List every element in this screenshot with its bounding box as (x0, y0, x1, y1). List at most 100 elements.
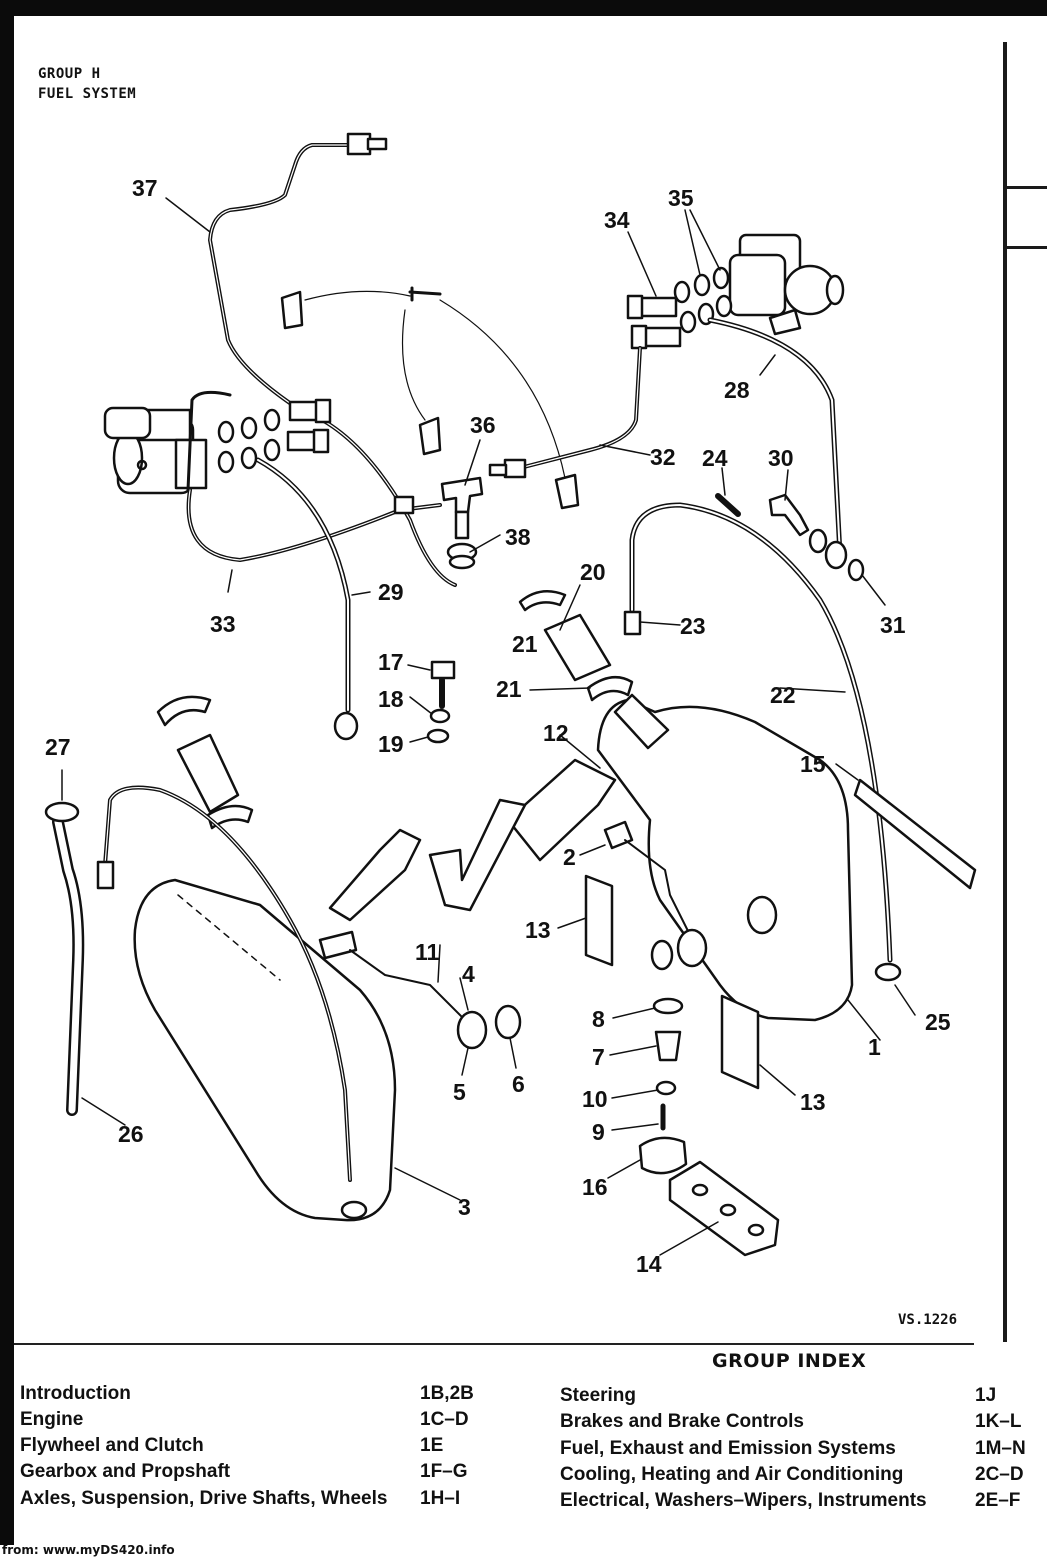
strap-15 (853, 778, 977, 890)
callout-14: 14 (636, 1251, 662, 1277)
fuel-system-exploded-diagram: 1 2 3 4 5 6 7 8 9 10 11 12 13 13 14 15 1… (44, 132, 977, 1277)
fuel-pipe-33-upper (186, 390, 232, 492)
banjo-bolt-30 (768, 493, 810, 537)
fuel-pump-left (103, 406, 208, 495)
callout-numbers: 1 2 3 4 5 6 7 8 9 10 11 12 13 13 14 15 1… (45, 175, 951, 1277)
index-section-name: Introduction (20, 1383, 131, 1404)
callout-2: 2 (563, 844, 576, 870)
fuel-pipe-37 (208, 143, 457, 587)
plate-hole (691, 1183, 709, 1197)
fuel-tank-1 (596, 698, 854, 1022)
callout-31: 31 (880, 612, 906, 638)
sender-seal-6 (494, 1004, 522, 1040)
index-section-name: Engine (20, 1409, 84, 1430)
callout-6: 6 (512, 1071, 525, 1097)
hose-clip-27 (44, 801, 80, 823)
index-section-code: 1J (975, 1385, 997, 1406)
sender-float-2 (603, 820, 634, 850)
callout-23: 23 (680, 613, 706, 639)
clip-tether (401, 309, 426, 421)
callout-13b: 13 (800, 1089, 826, 1115)
callout-27: 27 (45, 734, 71, 760)
callout-8: 8 (592, 1006, 605, 1032)
fuel-hose-29-inner (257, 459, 349, 711)
source-credit: from: www.myDS420.info (2, 1543, 175, 1557)
callout-21b: 21 (512, 631, 538, 657)
frame-tick (1007, 186, 1047, 189)
hose-clip-left (206, 804, 254, 830)
pin-24 (715, 493, 741, 517)
leader-lines (61, 197, 916, 1256)
bolt-17 (430, 660, 456, 680)
drain-plug-tank-3 (340, 1200, 368, 1220)
banjo-bolts-left (286, 398, 332, 454)
tank-1-sender-port (746, 895, 778, 935)
callout-21: 21 (496, 676, 522, 702)
tank-3-seam (177, 894, 281, 981)
callout-3: 3 (458, 1194, 471, 1220)
filler-hose-left (176, 733, 240, 814)
bracket-11 (428, 798, 527, 912)
union-nut (346, 132, 372, 156)
callout-7: 7 (592, 1044, 605, 1070)
callout-24: 24 (702, 445, 728, 471)
callout-29: 29 (378, 579, 404, 605)
spacer-16 (638, 1136, 688, 1175)
index-section-code: 1H–I (420, 1488, 461, 1509)
union-left (96, 860, 115, 890)
sender-unit-5 (456, 1010, 488, 1050)
banjo-31 (824, 540, 848, 570)
plate-hole (747, 1223, 765, 1237)
washers-right (673, 266, 733, 334)
screw (408, 286, 442, 302)
banjo-end (333, 711, 359, 741)
breather-hose-26-inner (54, 818, 82, 1114)
index-section-name: Brakes and Brake Controls (560, 1411, 804, 1432)
callout-18: 18 (378, 686, 404, 712)
sender-seal (650, 939, 674, 971)
callout-11: 11 (415, 939, 440, 965)
washer-8 (652, 997, 684, 1015)
bracket-11 (328, 828, 422, 922)
index-section-code: 1F–G (420, 1461, 468, 1482)
sender-float-4 (318, 930, 358, 960)
callout-5: 5 (453, 1079, 466, 1105)
system-label: FUEL SYSTEM (38, 86, 137, 102)
callout-17: 17 (378, 649, 404, 675)
hose-clip-left (156, 695, 212, 727)
index-section-name: Steering (560, 1385, 637, 1406)
callout-32: 32 (650, 444, 676, 470)
drawing-reference: VS.1226 (898, 1312, 958, 1328)
tank-1-filler-neck (613, 693, 670, 750)
drain-plug-7 (654, 1030, 682, 1062)
banjo-bolts-right (626, 294, 682, 350)
gasket-13 (720, 994, 760, 1090)
index-section-name: Electrical, Washers–Wipers, Instruments (560, 1490, 927, 1511)
callout-35: 35 (668, 185, 694, 211)
frame-bottom-rule (14, 1343, 974, 1345)
fuel-hose-28-inner (709, 319, 841, 556)
callout-4: 4 (462, 961, 475, 987)
index-section-code: 1B,2B (420, 1383, 474, 1404)
sender-unit (676, 928, 708, 968)
callout-15: 15 (800, 751, 826, 777)
index-section-name: Axles, Suspension, Drive Shafts, Wheels (20, 1488, 388, 1509)
callout-33: 33 (210, 611, 236, 637)
washer-18 (429, 708, 451, 724)
index-section-code: 1E (420, 1435, 444, 1456)
group-index-title: GROUP INDEX (712, 1350, 867, 1372)
index-section-code: 1K–L (975, 1411, 1022, 1432)
index-section-name: Flywheel and Clutch (20, 1435, 204, 1456)
pipe-clip (418, 416, 442, 456)
frame-right-border (1003, 42, 1007, 1342)
index-section-code: 2C–D (975, 1464, 1024, 1485)
frame-top-border (0, 0, 1047, 16)
frame-left-border (0, 0, 14, 1545)
fuel-pipe-33-inner (188, 489, 441, 561)
index-section-code: 1C–D (420, 1409, 469, 1430)
callout-34: 34 (604, 207, 630, 233)
union-23 (623, 610, 642, 636)
pipe-clip (280, 290, 304, 330)
callout-9: 9 (592, 1119, 605, 1145)
clip-tether (439, 299, 566, 479)
